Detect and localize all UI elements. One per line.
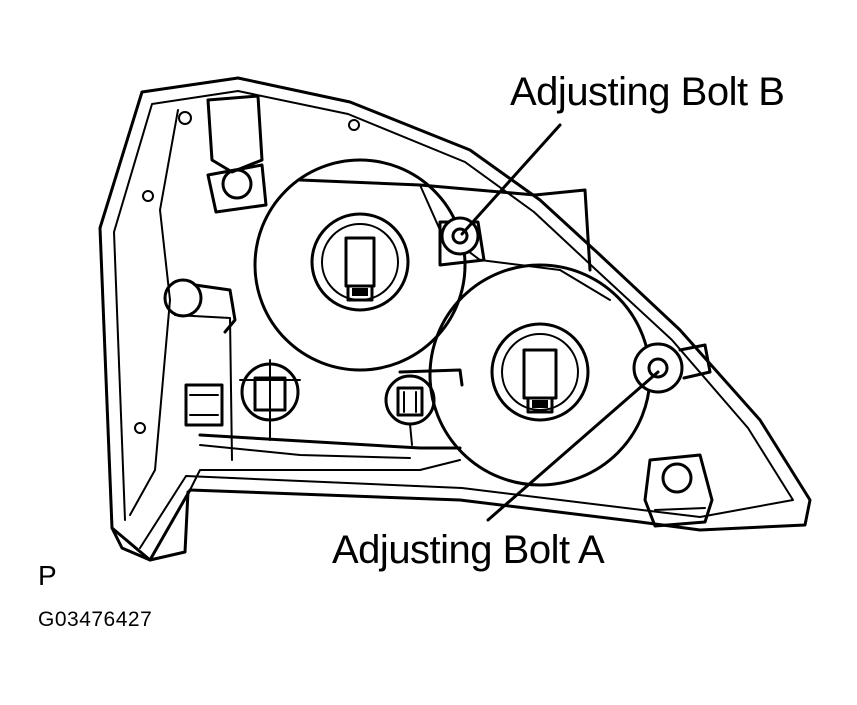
low-beam-reflector xyxy=(253,158,467,372)
high-beam-reflector xyxy=(428,263,652,487)
top-mount-tab xyxy=(206,94,268,214)
bottom-mount-tab xyxy=(643,453,714,528)
housing-screws xyxy=(134,111,360,434)
adjusting-bolt-a-label: Adjusting Bolt A xyxy=(332,528,605,572)
adjusting-bolt-b-label: Adjusting Bolt B xyxy=(510,70,785,114)
side-socket xyxy=(163,278,237,461)
wiring-harness xyxy=(184,359,462,459)
adjusting-bolt-a xyxy=(632,342,712,394)
bolt-a-leader xyxy=(486,370,660,522)
figure-code: G03476427 xyxy=(38,608,153,631)
headlamp-housing xyxy=(98,76,812,562)
bolt-b-leader xyxy=(460,123,562,236)
view-letter: P xyxy=(38,560,57,591)
clearance-socket xyxy=(384,368,464,446)
